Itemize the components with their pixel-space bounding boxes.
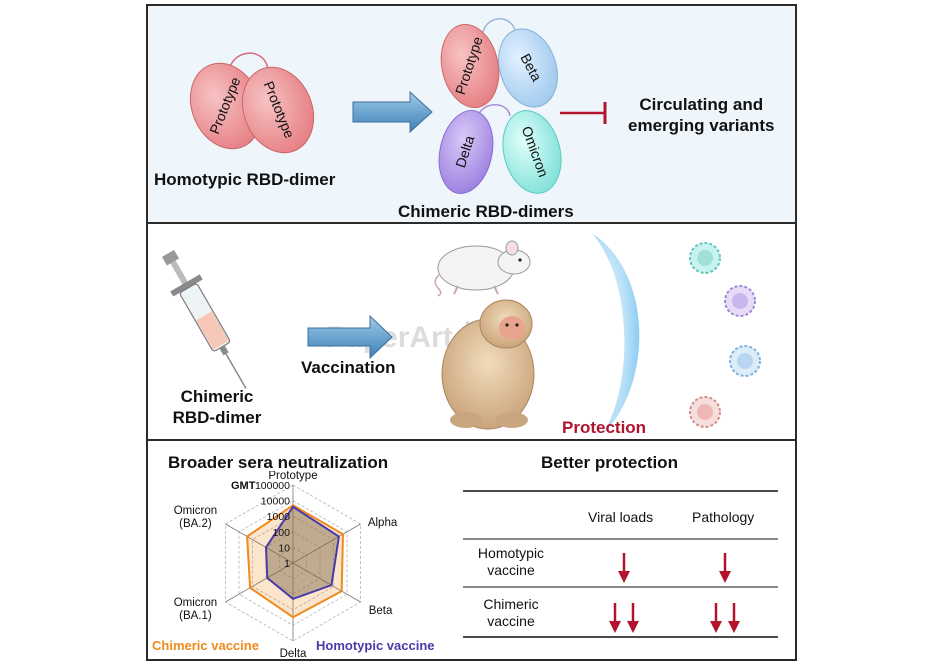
radar-tick-label: 100 <box>272 527 290 539</box>
legend-chimeric: Chimeric vaccine <box>152 638 259 653</box>
radar-tick-label: 1 <box>284 558 290 570</box>
dimerization-arrow <box>352 90 433 134</box>
row-homotypic-line-2: vaccine <box>487 562 535 578</box>
syringe-label: Chimeric RBD-dimer <box>172 386 262 428</box>
homotypic-oval-left: Prototype <box>189 62 263 150</box>
radar-axis-label: Delta <box>280 648 307 660</box>
radar-tick-label: 10000 <box>261 496 290 508</box>
virus-icon <box>689 242 721 274</box>
protection-title: Better protection <box>541 453 678 472</box>
design-panel: Prototype Prototype Prototype Beta Delta… <box>146 4 797 226</box>
syringe-label-line-2: RBD-dimer <box>172 408 262 427</box>
syringe-label-line-1: Chimeric <box>180 387 254 406</box>
row-chimeric-line-2: vaccine <box>487 613 535 629</box>
header-pathology: Pathology <box>692 509 755 525</box>
linker <box>477 104 511 117</box>
sera-title: Broader sera neutralization <box>168 453 389 472</box>
chimeric-oval-prototype: Prototype <box>440 24 500 108</box>
radar-axis-label: Alpha <box>368 517 398 529</box>
protection-label: Protection <box>562 418 647 437</box>
chimeric-oval-beta: Beta <box>498 28 558 108</box>
virus-icon <box>729 345 761 377</box>
variants-line-2: emerging variants <box>628 116 775 135</box>
radar-axis-label: Prototype <box>268 471 317 482</box>
radar-axis-label: Omicron(BA.1) <box>174 597 217 622</box>
radar-axis-label: Beta <box>369 605 393 617</box>
down-arrow-icon <box>719 553 731 583</box>
radar-series-homotypic <box>264 505 340 601</box>
header-viral-loads: Viral loads <box>588 509 654 525</box>
radar-axis-line <box>292 523 361 564</box>
homotypic-oval-right: Prototype <box>241 66 315 154</box>
radar-axis-line <box>225 523 294 564</box>
legend-homotypic: Homotypic vaccine <box>316 638 435 653</box>
down-arrow-icon <box>609 603 621 633</box>
row-chimeric-label: Chimeric vaccine <box>466 596 556 630</box>
radar-axis-line <box>225 562 294 603</box>
row-chimeric-line-1: Chimeric <box>483 596 539 612</box>
virus-icon <box>724 285 756 317</box>
down-arrow-icon <box>627 603 639 633</box>
radar-axis-label: Omicron(BA.2) <box>174 505 217 530</box>
protection-shield <box>593 234 640 434</box>
variants-label: Circulating and emerging variants <box>628 94 774 136</box>
vaccination-graphic <box>161 234 761 434</box>
row-homotypic-label: Homotypic vaccine <box>466 545 556 579</box>
down-arrow-icon <box>728 603 740 633</box>
vaccination-panel: PaperArt 样稿 <box>146 222 797 441</box>
virus-icon <box>689 396 721 428</box>
vaccination-arrow <box>307 314 393 360</box>
homotypic-label: Homotypic RBD-dimer <box>154 170 336 189</box>
chimeric-label: Chimeric RBD-dimers <box>398 202 574 221</box>
radar-gmt-label: GMT <box>231 480 256 492</box>
linker <box>482 18 517 35</box>
chimeric-oval-omicron: Omicron <box>502 110 562 194</box>
row-homotypic-line-1: Homotypic <box>477 545 545 561</box>
down-arrow-icon <box>618 553 630 583</box>
radar-tick-label: 100000 <box>255 480 290 492</box>
syringe-icon <box>161 249 247 389</box>
radar-tick-label: 10 <box>278 542 290 554</box>
vaccination-label: Vaccination <box>301 358 396 377</box>
results-panel: Broader sera neutralization Better prote… <box>146 439 797 661</box>
mouse-icon <box>434 240 531 297</box>
chimeric-oval-delta: Delta <box>438 110 494 194</box>
down-arrow-icon <box>710 603 722 633</box>
variants-line-1: Circulating and <box>639 95 764 114</box>
radar-tick-label: 1000 <box>267 511 291 523</box>
radar-axis-line <box>292 562 361 603</box>
monkey-icon <box>441 299 535 430</box>
arrow-group <box>609 553 740 633</box>
design-graphic: Prototype Prototype Prototype Beta Delta… <box>189 18 607 194</box>
